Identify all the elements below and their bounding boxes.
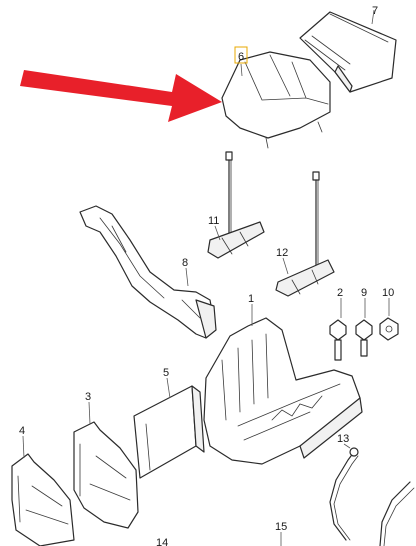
callout-10: 10 <box>382 287 394 299</box>
part-6-cover[interactable] <box>221 51 331 149</box>
callout-7: 7 <box>372 5 378 17</box>
part-3-side-cover[interactable] <box>73 421 139 529</box>
leader-lines <box>22 9 390 546</box>
callout-11: 11 <box>208 215 219 227</box>
callout-13: 13 <box>337 433 349 445</box>
callout-6: 6 <box>238 51 244 63</box>
pointer-arrow <box>20 70 222 122</box>
callouts: 7 6 11 12 8 1 2 9 10 5 3 4 13 15 14 <box>19 5 394 546</box>
part-12-bracket-bolt[interactable] <box>275 171 335 297</box>
part-9-bolt[interactable] <box>355 319 373 357</box>
callout-12: 12 <box>276 247 288 259</box>
callout-8: 8 <box>182 257 188 269</box>
part-1-main-tray[interactable] <box>203 317 363 465</box>
callout-15: 15 <box>275 521 287 533</box>
callout-1: 1 <box>248 293 254 305</box>
part-10-nut[interactable] <box>379 317 399 341</box>
callout-2: 2 <box>337 287 343 299</box>
part-2-bolt[interactable] <box>329 319 347 361</box>
callout-5: 5 <box>163 367 169 379</box>
callout-14: 14 <box>156 537 168 546</box>
part-4-side-cover[interactable] <box>11 453 75 546</box>
part-8-long-bracket[interactable] <box>79 205 217 339</box>
part-7-top-panel[interactable] <box>299 11 397 93</box>
part-13-cable[interactable] <box>329 447 415 546</box>
part-11-bracket-bolt[interactable] <box>207 151 265 259</box>
callout-9: 9 <box>361 287 367 299</box>
part-5-shield-panel[interactable] <box>133 385 205 479</box>
callout-6-highlight <box>234 46 248 64</box>
callout-3: 3 <box>85 391 91 403</box>
callout-4: 4 <box>19 425 25 437</box>
